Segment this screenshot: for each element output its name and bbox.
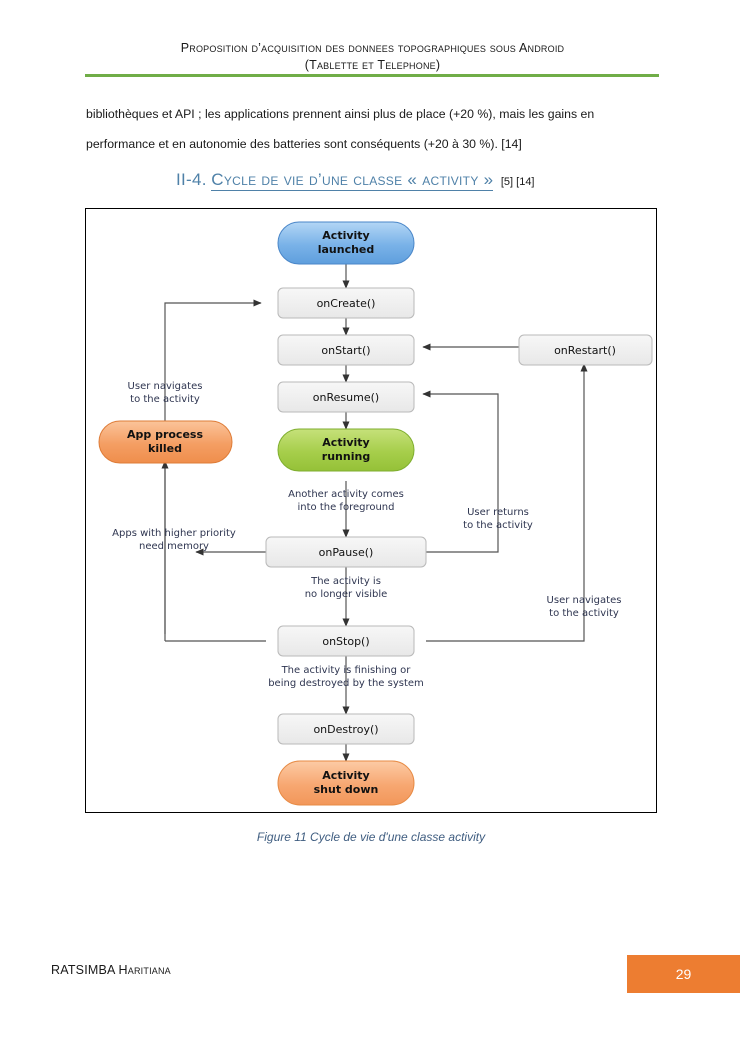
body-paragraph-line-1: bibliothèques et API ; les applications … — [86, 107, 595, 121]
header-title-line-2: (Tablette et Telephone) — [304, 58, 441, 72]
edge-label-another-activity-line2: into the foreground — [298, 502, 395, 513]
node-onresume-label: onResume() — [313, 391, 379, 404]
edge-label-no-longer-visible-line1: The activity is — [310, 576, 381, 587]
edge-label-user-navigates-right-line1: User navigates — [547, 595, 622, 606]
edge-label-another-activity-line1: Another activity comes — [288, 489, 404, 500]
header-title-line-1: Proposition d’acquisition des donnees to… — [180, 41, 565, 55]
edge-label-no-longer-visible-line2: no longer visible — [305, 589, 388, 600]
node-onstart-label: onStart() — [321, 344, 370, 357]
edge-label-apps-higher-priority-line1: Apps with higher priority — [112, 528, 236, 539]
node-ondestroy-label: onDestroy() — [313, 723, 378, 736]
edge-label-user-returns-line1: User returns — [467, 507, 529, 518]
node-onstop: onStop() — [277, 625, 415, 657]
header-green-rule — [85, 74, 659, 77]
node-onpause: onPause() — [265, 536, 427, 568]
figure-caption: Figure 11 Cycle de vie d'une classe acti… — [256, 830, 486, 844]
node-activity-running: Activity running — [277, 428, 415, 472]
activity-lifecycle-diagram: Activity launched onCreate() onStart() o… — [98, 221, 653, 806]
edge-label-user-returns-line2: to the activity — [463, 520, 533, 531]
section-heading-number: II-4. — [176, 170, 207, 189]
page-running-header: Proposition d’acquisition des donnees to… — [85, 40, 660, 74]
node-activity-shut-down: Activity shut down — [277, 760, 415, 806]
edge-label-user-navigates-right-line2: to the activity — [549, 608, 619, 619]
section-heading-title: Cycle de vie d’une classe « activity » — [211, 170, 494, 191]
body-paragraph: bibliothèques et API ; les applications … — [86, 99, 660, 159]
edge-label-user-navigates-left-line2: to the activity — [130, 394, 200, 405]
diagram-connectors — [161, 264, 588, 762]
diagram-edge-labels: User navigates to the activity Another a… — [112, 381, 621, 689]
node-app-process-killed-line1: App process — [127, 428, 203, 441]
figure-activity-lifecycle-frame: Activity launched onCreate() onStart() o… — [85, 208, 657, 813]
node-ondestroy: onDestroy() — [277, 713, 415, 745]
node-activity-launched-line1: Activity — [322, 229, 369, 242]
page-number-value: 29 — [675, 966, 692, 982]
node-oncreate: onCreate() — [277, 287, 415, 319]
node-app-process-killed-line2: killed — [148, 442, 182, 455]
node-onstart: onStart() — [277, 334, 415, 366]
section-heading-references: [5] [14] — [500, 176, 535, 188]
edge-label-user-navigates-left-line1: User navigates — [128, 381, 203, 392]
node-activity-launched: Activity launched — [277, 221, 415, 265]
node-onrestart-label: onRestart() — [554, 344, 616, 357]
footer-author: RATSIMBA Haritiana — [51, 963, 171, 977]
node-activity-running-line2: running — [322, 450, 370, 463]
node-onresume: onResume() — [277, 381, 415, 413]
edge-label-apps-higher-priority-line2: need memory — [139, 541, 209, 552]
node-activity-shut-down-line1: Activity — [322, 769, 369, 782]
node-activity-launched-line2: launched — [318, 243, 375, 256]
node-activity-shut-down-line2: shut down — [314, 783, 379, 796]
node-app-process-killed: App process killed — [98, 420, 233, 464]
edge-onpause-to-onresume — [422, 390, 499, 553]
body-paragraph-line-2: performance et en autonomie des batterie… — [86, 137, 522, 151]
node-onpause-label: onPause() — [319, 546, 374, 559]
node-onstop-label: onStop() — [322, 635, 369, 648]
page-number-badge: 29 — [627, 955, 740, 993]
edge-label-finishing-destroyed-line1: The activity is finishing or — [281, 665, 412, 676]
node-activity-running-line1: Activity — [322, 436, 369, 449]
node-onrestart: onRestart() — [518, 334, 653, 366]
section-heading: II-4. Cycle de vie d’une classe « activi… — [176, 170, 535, 191]
edge-label-finishing-destroyed-line2: being destroyed by the system — [268, 678, 424, 689]
edge-user-navigates-to-oncreate — [164, 299, 262, 634]
edge-onstop-to-onrestart — [426, 363, 588, 642]
node-oncreate-label: onCreate() — [317, 297, 376, 310]
